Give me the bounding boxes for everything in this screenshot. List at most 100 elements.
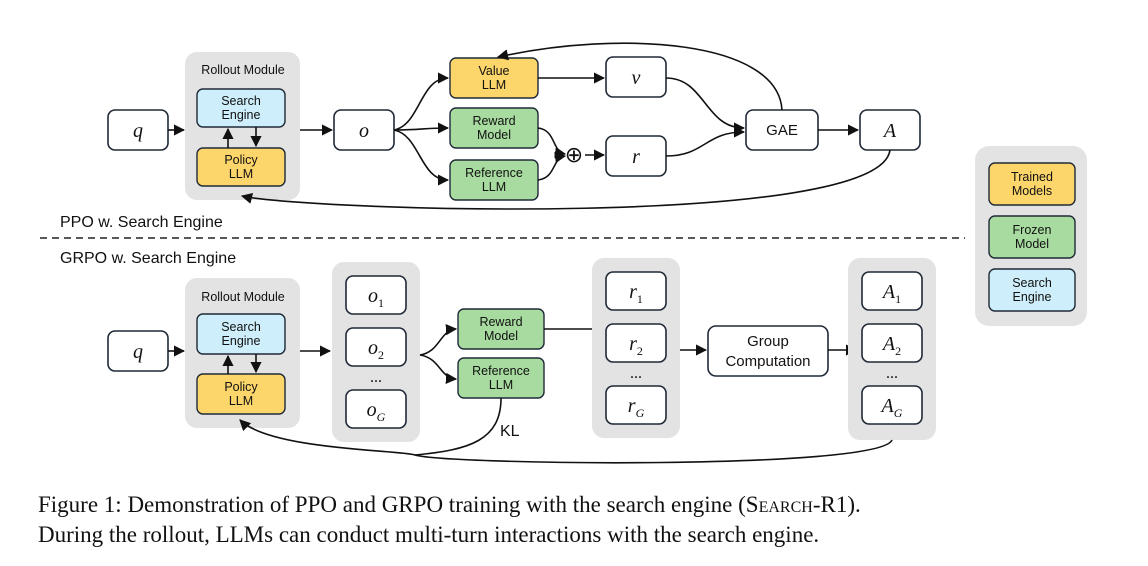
grpo-output-1-sub: 1 — [378, 296, 384, 310]
grpo-reference-llm-label-1: Reference — [472, 364, 530, 378]
svg-text:r1: r1 — [629, 281, 643, 306]
ppo-output-label: o — [359, 120, 369, 142]
ppo-v-to-gae-arrow — [665, 77, 746, 134]
grpo-section: GRPO w. Search Engine Rollout Module q S… — [60, 250, 936, 464]
grpo-reference-llm-label-2: LLM — [489, 378, 513, 392]
grpo-rewards-ellipsis: ... — [630, 365, 642, 382]
grpo-search-engine-label-2: Engine — [222, 334, 261, 348]
ppo-output-to-value-arrow — [393, 72, 450, 131]
ppo-reward-label: r — [632, 146, 640, 168]
svg-text:A1: A1 — [881, 281, 901, 306]
caption-line-1-prefix: Figure 1: Demonstration of PPO and GRPO … — [38, 492, 746, 517]
ppo-reference-llm-label-1: Reference — [465, 166, 523, 180]
legend: Trained Models Frozen Model Search Engin… — [975, 146, 1087, 326]
grpo-reward-2-sub: 2 — [637, 344, 643, 358]
grpo-group-computation-label-1: Group — [747, 333, 789, 350]
grpo-rollout-title: Rollout Module — [201, 290, 284, 304]
grpo-output-g-sub: G — [377, 410, 386, 424]
legend-trained-label-1: Trained — [1011, 170, 1053, 184]
grpo-reward-1-base: r — [629, 281, 637, 303]
grpo-advantage-2-sub: 2 — [895, 344, 901, 358]
svg-text:oG: oG — [367, 399, 386, 424]
grpo-advantage-1-sub: 1 — [895, 292, 901, 306]
legend-trained-swatch — [988, 162, 1076, 206]
legend-frozen-label-1: Frozen — [1013, 223, 1052, 237]
grpo-group-computation-node — [707, 325, 829, 377]
grpo-advantage-2: A2 — [861, 323, 923, 363]
grpo-reward-2-base: r — [629, 333, 637, 355]
ppo-search-engine-node — [196, 88, 286, 128]
legend-search-label-2: Engine — [1013, 290, 1052, 304]
grpo-output-2: o2 — [345, 327, 407, 367]
ppo-reward-model-label-1: Reward — [472, 114, 515, 128]
grpo-advantage-to-policy-arrow — [239, 419, 893, 464]
ppo-search-engine-label-1: Search — [221, 94, 261, 108]
legend-trained-label-2: Models — [1012, 184, 1052, 198]
ppo-query-label: q — [133, 120, 143, 142]
caption-line-1: Figure 1: Demonstration of PPO and GRPO … — [38, 490, 1128, 520]
grpo-reward-1-sub: 1 — [637, 292, 643, 306]
grpo-outputs-ellipsis: ... — [370, 369, 382, 386]
ppo-search-engine-label-2: Engine — [222, 108, 261, 122]
legend-search-label-1: Search — [1012, 276, 1052, 290]
ppo-value-llm-label-1: Value — [478, 64, 509, 78]
grpo-advantage-1: A1 — [861, 271, 923, 311]
figure-caption: Figure 1: Demonstration of PPO and GRPO … — [38, 490, 1128, 550]
grpo-query-label: q — [133, 341, 143, 363]
ppo-value-label: v — [632, 67, 641, 89]
grpo-reward-model-label-1: Reward — [479, 315, 522, 329]
grpo-output-g: oG — [345, 389, 407, 429]
ppo-section-title: PPO w. Search Engine — [60, 214, 223, 231]
ppo-advantage-to-policy-arrow — [240, 149, 891, 210]
ppo-reference-llm-label-2: LLM — [482, 180, 506, 194]
grpo-advantage-g: AG — [861, 385, 923, 425]
svg-text:A2: A2 — [881, 333, 901, 358]
grpo-kl-label: KL — [500, 423, 520, 440]
ppo-rollout-title: Rollout Module — [201, 63, 284, 77]
grpo-kl-curve — [414, 397, 502, 456]
ppo-policy-llm-node — [196, 147, 286, 187]
svg-text:o2: o2 — [368, 337, 384, 362]
grpo-outputs-to-reference-arrow — [419, 354, 458, 384]
grpo-advantage-g-base: A — [880, 395, 895, 417]
grpo-reward-g-sub: G — [636, 406, 645, 420]
svg-text:r2: r2 — [629, 333, 643, 358]
grpo-reward-g-base: r — [628, 395, 636, 417]
grpo-policy-llm-node — [196, 373, 286, 415]
grpo-output-2-base: o — [368, 337, 378, 359]
ppo-reference-to-plus-arrow — [537, 152, 567, 181]
grpo-reward-1: r1 — [605, 271, 667, 311]
grpo-output-2-sub: 2 — [378, 348, 384, 362]
grpo-reward-g: rG — [605, 385, 667, 425]
grpo-group-computation-label-2: Computation — [725, 353, 810, 370]
grpo-policy-llm-label-2: LLM — [229, 394, 253, 408]
ppo-reward-model-label-2: Model — [477, 128, 511, 142]
grpo-advantages-ellipsis: ... — [886, 365, 898, 382]
ppo-value-llm-label-2: LLM — [482, 78, 506, 92]
legend-search-swatch — [988, 268, 1076, 312]
ppo-policy-llm-label-2: LLM — [229, 167, 253, 181]
grpo-output-g-base: o — [367, 399, 377, 421]
grpo-section-title: GRPO w. Search Engine — [60, 250, 236, 267]
ppo-advantage-label: A — [882, 120, 897, 142]
grpo-reward-2: r2 — [605, 323, 667, 363]
ppo-policy-llm-label-1: Policy — [224, 153, 258, 167]
grpo-advantage-g-sub: G — [894, 406, 903, 420]
ppo-gae-label: GAE — [766, 122, 798, 139]
ppo-value-node — [605, 56, 667, 98]
grpo-advantage-1-base: A — [881, 281, 896, 303]
grpo-reward-model-label-2: Model — [484, 329, 518, 343]
svg-text:AG: AG — [880, 395, 903, 420]
ppo-output-to-reference-arrow — [393, 129, 450, 186]
legend-frozen-label-2: Model — [1015, 237, 1049, 251]
grpo-policy-llm-label-1: Policy — [224, 380, 258, 394]
caption-line-2: During the rollout, LLMs can conduct mul… — [38, 522, 820, 547]
grpo-advantage-2-base: A — [881, 333, 896, 355]
ppo-gae-to-value-llm-arrow — [496, 42, 783, 111]
ppo-reward-to-plus-arrow — [537, 127, 567, 158]
legend-frozen-swatch — [988, 215, 1076, 259]
ppo-combine-symbol: ⊕ — [565, 142, 583, 167]
svg-text:o1: o1 — [368, 285, 384, 310]
grpo-search-engine-node — [196, 313, 286, 355]
grpo-output-1-base: o — [368, 285, 378, 307]
